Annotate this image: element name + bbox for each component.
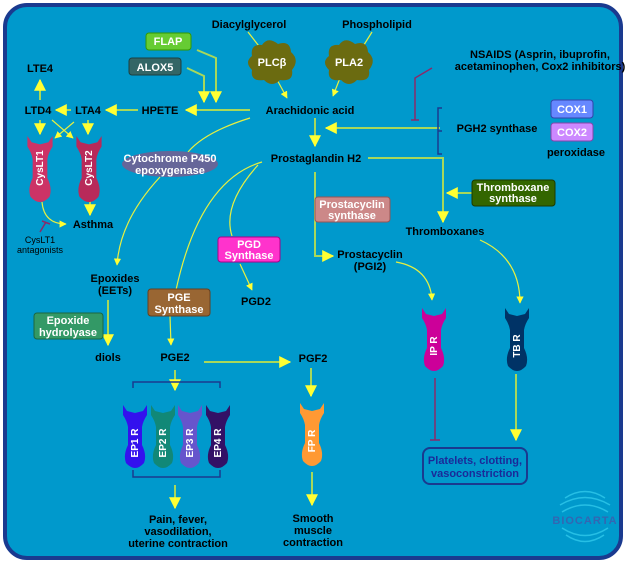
epoxides-label-2: (EETs) (98, 285, 132, 297)
pain-label-2: vasodilation, (144, 526, 211, 538)
nsaids-label-2: acetaminophen, Cox2 inhibitors) (455, 61, 626, 73)
ep4-label: EP4 R (213, 428, 224, 458)
pcs-label-2: synthase (328, 210, 376, 222)
pge2-label: PGE2 (160, 352, 189, 364)
cox1-label: COX1 (557, 104, 587, 116)
pges-label-1: PGE (167, 292, 190, 304)
pgds-label-1: PGD (237, 239, 261, 251)
cox1-box[interactable]: COX1 (550, 99, 594, 119)
eh-label-1: Epoxide (47, 315, 90, 327)
cyslt1-receptor[interactable]: CysLT1 (27, 136, 53, 203)
prostacyclin-label-1: Prostacyclin (337, 249, 403, 261)
phospholipid-label: Phospholipid (342, 19, 412, 31)
pain-label-1: Pain, fever, (149, 514, 207, 526)
txs-label-2: synthase (489, 193, 537, 205)
cyp-label-2: epoxygenase (135, 165, 205, 177)
pla2-blob[interactable]: PLA2 (325, 40, 373, 84)
prostacyclin-label-2: (PGI2) (354, 261, 387, 273)
platelets-label-1: Platelets, clotting, (428, 455, 522, 467)
pgd2-label: PGD2 (241, 296, 271, 308)
nsaids-label-1: NSAIDS (Asprin, ibuprofin, (470, 49, 610, 61)
cyslt2-label: CysLT2 (84, 150, 95, 186)
txs-label-1: Thromboxane (477, 182, 550, 194)
diacylglycerol-label: Diacylglycerol (212, 19, 287, 31)
arachidonic-acid-label: Arachidonic acid (266, 105, 355, 117)
fp-receptor[interactable]: FP R (300, 403, 324, 466)
diols-label: diols (95, 352, 121, 364)
alox5-box[interactable]: ALOX5 (128, 57, 182, 76)
smooth-label-1: Smooth (293, 513, 334, 525)
smooth-label-2: muscle (294, 525, 332, 537)
pgds-label-2: Synthase (225, 250, 274, 262)
ep2-label: EP2 R (158, 428, 169, 458)
ip-label: IP R (429, 336, 440, 356)
cyslt1-antagonists-label-2: antagonists (17, 245, 64, 255)
pain-label-3: uterine contraction (128, 538, 228, 550)
pges-label-2: Synthase (155, 304, 204, 316)
ltd4-label: LTD4 (25, 105, 53, 117)
cyp-label-1: Cytochrome P450 (124, 153, 217, 165)
tb-label: TB R (512, 334, 523, 358)
platelets-label-2: vasoconstriction (431, 468, 519, 480)
lte4-label: LTE4 (27, 63, 54, 75)
platelets-outcome-box[interactable]: Platelets, clotting, vasoconstriction (422, 447, 528, 485)
hpete-label: HPETE (142, 105, 179, 117)
asthma-label: Asthma (73, 219, 114, 231)
pgf2-label: PGF2 (299, 353, 328, 365)
thromboxanes-label: Thromboxanes (406, 226, 485, 238)
metabolite-labels: Diacylglycerol Phospholipid Arachidonic … (17, 19, 626, 550)
tb-receptor[interactable]: TB R (505, 308, 529, 371)
ip-receptor[interactable]: IP R (422, 308, 446, 371)
cyslt1-antagonists-label-1: CysLT1 (25, 235, 55, 245)
biocarta-logo: BIOCARTA (552, 490, 617, 543)
ep3-label: EP3 R (185, 428, 196, 458)
ep3-receptor[interactable]: EP3 R (178, 405, 202, 468)
plc-beta-blob[interactable]: PLCβ (248, 40, 296, 84)
fp-label: FP R (307, 429, 318, 452)
pcs-label-1: Prostacyclin (319, 199, 385, 211)
plc-label: PLCβ (258, 57, 287, 69)
smooth-label-3: contraction (283, 537, 343, 549)
biocarta-logo-text: BIOCARTA (552, 515, 617, 527)
cyslt2-receptor[interactable]: CysLT2 (76, 136, 102, 203)
ep2-receptor[interactable]: EP2 R (151, 405, 175, 468)
peroxidase-label: peroxidase (547, 147, 605, 159)
pgh2-synthase-label: PGH2 synthase (457, 123, 538, 135)
flap-box[interactable]: FLAP (145, 32, 192, 51)
alox5-label: ALOX5 (137, 62, 174, 74)
eh-label-2: hydrolyase (39, 327, 97, 339)
cox2-box[interactable]: COX2 (550, 122, 594, 142)
ep4-receptor[interactable]: EP4 R (206, 405, 230, 468)
pathway-connectors (34, 31, 524, 510)
cox2-label: COX2 (557, 127, 587, 139)
prostaglandin-h2-label: Prostaglandin H2 (271, 153, 361, 165)
cyslt1-label: CysLT1 (35, 150, 46, 186)
flap-label: FLAP (154, 36, 183, 48)
lta4-label: LTA4 (75, 105, 102, 117)
ep1-label: EP1 R (130, 428, 141, 458)
epoxides-label-1: Epoxides (91, 273, 140, 285)
pla2-label: PLA2 (335, 57, 363, 69)
ep1-receptor[interactable]: EP1 R (123, 405, 147, 468)
